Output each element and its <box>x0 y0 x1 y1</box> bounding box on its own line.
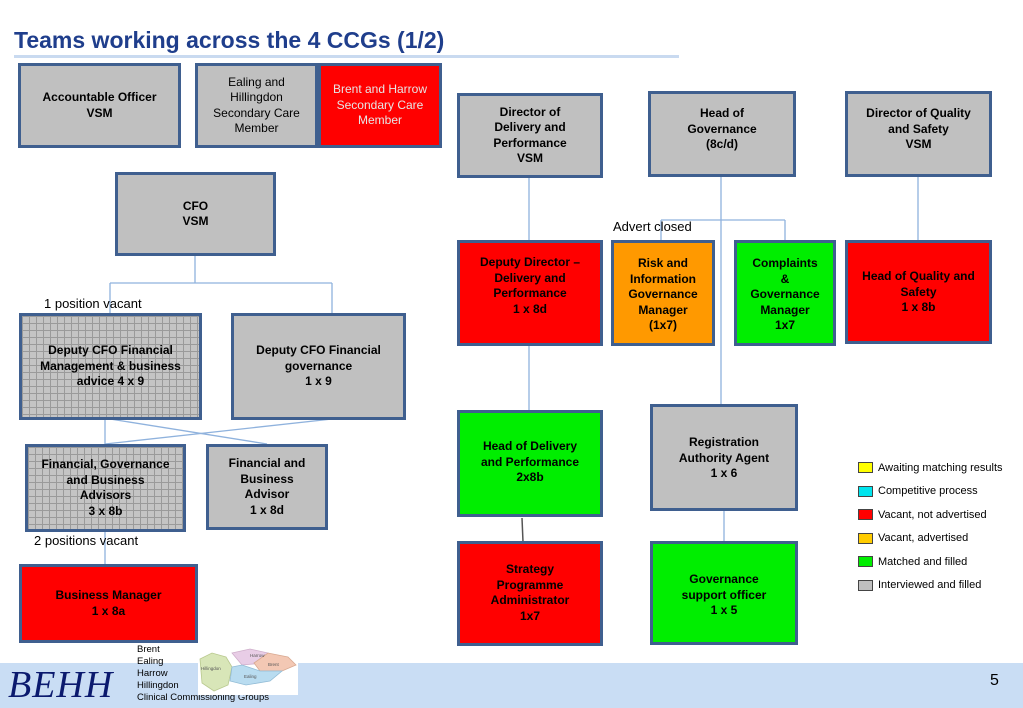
registration-authority-box: Registration Authority Agent 1 x 6 <box>650 404 798 511</box>
footer-bar <box>0 663 1023 708</box>
behh-logo: BEHH <box>8 664 114 706</box>
ccg-list: Brent Ealing Harrow Hillingdon Clinical … <box>137 644 269 704</box>
legend: Awaiting matching results Competitive pr… <box>858 456 1003 597</box>
legend-swatch <box>858 556 873 568</box>
director-quality-safety-box: Director of Quality and Safety VSM <box>845 91 992 177</box>
page-title: Teams working across the 4 CCGs (1/2) <box>14 27 445 53</box>
legend-swatch <box>858 579 873 591</box>
legend-item: Interviewed and filled <box>858 574 1003 598</box>
deputy-director-delivery-box: Deputy Director – Delivery and Performan… <box>457 240 603 346</box>
complaints-governance-box: Complaints & Governance Manager 1x7 <box>734 240 836 346</box>
position-vacant-note: 1 position vacant <box>44 296 142 311</box>
accountable-officer-box: Accountable Officer VSM <box>18 63 181 148</box>
head-of-governance-box: Head of Governance (8c/d) <box>648 91 796 177</box>
strategy-programme-admin-box: Strategy Programme Administrator 1x7 <box>457 541 603 646</box>
page-number: 5 <box>990 672 999 689</box>
advert-closed-note: Advert closed <box>613 219 692 234</box>
legend-item: Vacant, advertised <box>858 527 1003 551</box>
legend-label: Vacant, not advertised <box>878 508 987 521</box>
legend-item: Competitive process <box>858 480 1003 504</box>
head-delivery-performance-box: Head of Delivery and Performance 2x8b <box>457 410 603 517</box>
financial-business-advisor-box: Financial and Business Advisor 1 x 8d <box>206 444 328 530</box>
legend-item: Vacant, not advertised <box>858 503 1003 527</box>
map-label-hillingdon: Hillingdon <box>201 666 221 671</box>
ccg-name: Hillingdon <box>137 680 179 691</box>
business-manager-box: Business Manager 1 x 8a <box>19 564 198 643</box>
title-underline <box>14 55 679 58</box>
legend-label: Awaiting matching results <box>878 461 1003 474</box>
connector-to-strategy-admin <box>521 517 524 543</box>
legend-swatch <box>858 509 873 521</box>
map-label-brent: Brent <box>268 662 280 667</box>
deputy-cfo-governance-box: Deputy CFO Financial governance 1 x 9 <box>231 313 406 420</box>
positions-vacant-note: 2 positions vacant <box>34 533 139 548</box>
legend-swatch <box>858 462 873 474</box>
legend-swatch <box>858 485 873 497</box>
connector-cross-1 <box>109 418 268 445</box>
legend-item: Matched and filled <box>858 550 1003 574</box>
ccg-name: Brent <box>137 644 160 655</box>
legend-label: Competitive process <box>878 485 978 498</box>
cfo-box: CFO VSM <box>115 172 276 256</box>
map-region-ealing <box>229 664 284 686</box>
legend-label: Matched and filled <box>878 555 968 568</box>
legend-swatch <box>858 532 873 544</box>
legend-label: Vacant, advertised <box>878 532 969 545</box>
legend-label: Interviewed and filled <box>878 579 982 592</box>
legend-item: Awaiting matching results <box>858 456 1003 480</box>
ccg-subtitle: Clinical Commissioning Groups <box>137 692 269 703</box>
ccg-map-image: Harrow Brent Hillingdon Ealing <box>198 645 298 695</box>
map-label-harrow: Harrow <box>250 653 265 658</box>
connector-cross-2 <box>104 418 333 445</box>
director-delivery-performance-box: Director of Delivery and Performance VSM <box>457 93 603 178</box>
deputy-cfo-management-box: Deputy CFO Financial Management & busine… <box>19 313 202 420</box>
ealing-hillingdon-member-box: Ealing and Hillingdon Secondary Care Mem… <box>195 63 318 148</box>
brent-harrow-member-box: Brent and Harrow Secondary Care Member <box>318 63 442 148</box>
financial-governance-advisors-box: Financial, Governance and Business Advis… <box>25 444 186 532</box>
head-quality-safety-box: Head of Quality and Safety 1 x 8b <box>845 240 992 344</box>
ccg-name: Harrow <box>137 668 168 679</box>
map-region-hillingdon <box>199 652 233 692</box>
risk-information-governance-box: Risk and Information Governance Manager … <box>611 240 715 346</box>
ccg-name: Ealing <box>137 656 164 667</box>
governance-support-officer-box: Governance support officer 1 x 5 <box>650 541 798 645</box>
map-label-ealing: Ealing <box>244 674 257 679</box>
